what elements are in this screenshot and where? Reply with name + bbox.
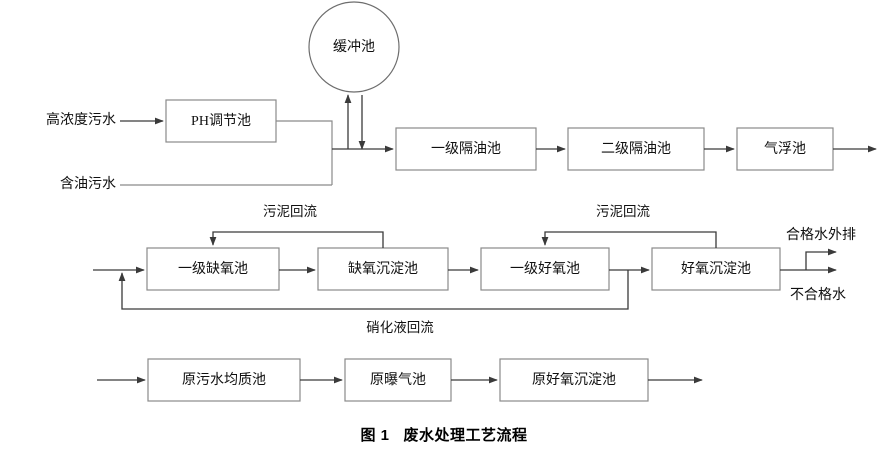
edge-qualified-water-outlet	[805, 248, 837, 270]
figure-caption-title: 废水处理工艺流程	[403, 427, 528, 444]
node-flotation-tank-label: 气浮池	[764, 141, 806, 157]
node-anoxic-settling-label: 缺氧沉淀池	[348, 261, 418, 277]
node-flotation-tank-shape	[736, 127, 834, 171]
node-anoxic-1-shape	[146, 247, 280, 291]
node-raw-aeration-label: 原曝气池	[370, 372, 426, 388]
edge-label-sludge-return-left: 污泥回流	[263, 204, 317, 219]
node-buffer-tank-shape	[308, 1, 400, 93]
edge-label-sludge-return-right: 污泥回流	[596, 204, 650, 219]
node-oil-separator-2-shape	[567, 127, 705, 171]
node-oil-separator-2-label: 二级隔油池	[601, 141, 671, 157]
node-aerobic-1-shape	[480, 247, 610, 291]
figure-caption-number: 图 1	[360, 427, 390, 444]
output-unqualified-water-label: 不合格水	[790, 287, 846, 303]
node-raw-equalization-label: 原污水均质池	[182, 372, 266, 388]
node-raw-aerobic-settling-label: 原好氧沉淀池	[532, 372, 616, 388]
node-raw-equalization-shape	[147, 358, 301, 402]
input-high-concentration-label: 高浓度污水	[46, 111, 116, 128]
edge-sludge-return-left	[209, 231, 384, 248]
node-oil-separator-1-shape	[395, 127, 537, 171]
input-oily-water-label: 含油污水	[60, 176, 116, 192]
edge-label-nitrification-return: 硝化液回流	[366, 320, 434, 335]
node-buffer-tank-label: 缓冲池	[333, 39, 375, 55]
node-raw-aerobic-settling-shape	[499, 358, 649, 402]
node-oil-separator-1-label: 一级隔油池	[431, 141, 501, 157]
figure-caption: 图 1 废水处理工艺流程	[0, 424, 888, 445]
node-aerobic-settling-label: 好氧沉淀池	[681, 261, 751, 277]
node-raw-aeration-shape	[344, 358, 452, 402]
edge-sludge-return-right	[541, 231, 717, 248]
node-anoxic-1-label: 一级缺氧池	[178, 261, 248, 277]
edge-ph-tank-to-manifold	[276, 120, 333, 185]
node-ph-tank-label: PH调节池	[191, 113, 251, 129]
node-aerobic-1-label: 一级好氧池	[510, 261, 580, 277]
edge-nitrification-return	[118, 270, 629, 310]
output-qualified-water-label: 合格水外排	[786, 227, 856, 243]
node-ph-tank-shape	[165, 99, 277, 143]
